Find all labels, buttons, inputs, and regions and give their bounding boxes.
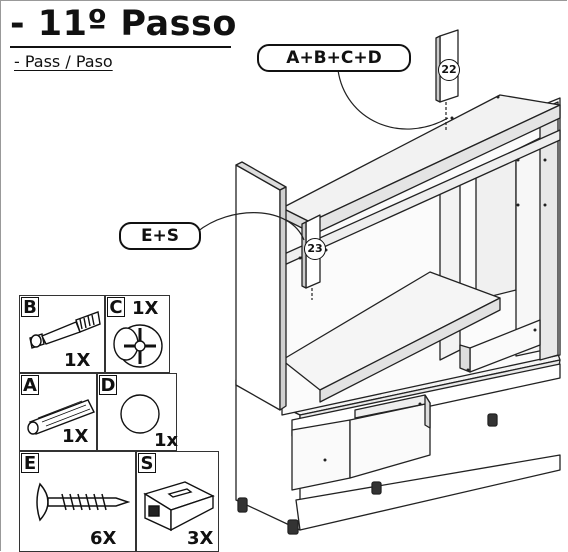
part-letter: S <box>138 453 156 473</box>
part-quantity: 1x <box>154 430 179 451</box>
part-letter: B <box>21 297 39 317</box>
shelf-support-icon <box>143 481 215 532</box>
step-title: - 11º Passo <box>10 4 237 44</box>
title-underline <box>10 46 231 48</box>
part-number-badge-lower: 23 <box>304 238 326 260</box>
part-quantity: 1X <box>64 350 91 371</box>
step-subtitle: - Pass / Paso <box>14 52 113 71</box>
part-cell-c: C 1X <box>105 295 170 373</box>
part-letter: E <box>21 453 39 473</box>
part-letter: A <box>21 375 39 395</box>
part-letter: D <box>99 375 117 396</box>
part-number-badge-upper: 22 <box>438 59 460 81</box>
part-cell-s: S 3X <box>136 451 219 552</box>
callout-parts-upper: A+B+C+D <box>257 44 411 72</box>
dowel-cam-pin-icon <box>29 311 101 349</box>
part-quantity: 1X <box>132 298 159 319</box>
part-letter: C <box>107 297 125 317</box>
cover-cap-icon <box>120 394 160 434</box>
part-cell-b: B 1X <box>19 295 105 373</box>
part-cell-d: D 1x <box>97 373 179 451</box>
part-cell-a: A 1X <box>19 373 97 451</box>
part-quantity: 3X <box>187 528 214 549</box>
wood-dowel-icon <box>27 399 95 435</box>
part-quantity: 1X <box>62 426 89 447</box>
cam-lock-icon <box>113 324 163 368</box>
hardware-parts-legend: B 1X C 1X <box>19 295 219 552</box>
part-cell-e: E 6X <box>19 451 136 552</box>
callout-parts-lower: E+S <box>119 222 201 250</box>
part-quantity: 6X <box>90 528 117 549</box>
screw-icon <box>36 482 130 522</box>
